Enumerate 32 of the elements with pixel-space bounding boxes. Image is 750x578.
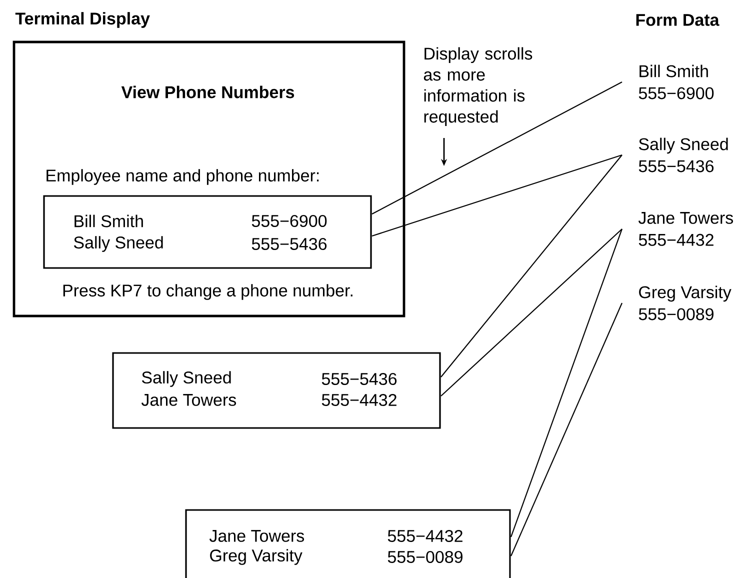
- form-record: Sally Sneed 555−5436: [638, 138, 728, 172]
- connector-line: [510, 228, 623, 538]
- name-text: Sally Sneed: [142, 371, 231, 387]
- name-text: Bill Smith: [74, 214, 143, 228]
- column-heading: Terminal Display: [15, 12, 150, 28]
- name-text: Greg Varsity: [210, 549, 302, 565]
- phone-number: 555−5436: [252, 238, 327, 250]
- screen-instruction: Press KP7 to change a phone number.: [63, 284, 352, 300]
- form-record: Jane Towers 555−4432: [638, 212, 733, 246]
- screen-title: View Phone Numbers: [121, 86, 294, 98]
- column-heading: Form Data: [636, 14, 720, 26]
- phone-number: 555−4432: [322, 394, 396, 406]
- form-record: Bill Smith 555−6900: [638, 64, 714, 100]
- phone-number: 555−6900: [252, 214, 327, 228]
- record-box: [112, 352, 441, 429]
- connector-line: [440, 228, 622, 396]
- terminal-screen: [12, 40, 406, 318]
- form-record: Greg Varsity 555−0089: [638, 286, 732, 320]
- phone-number: 555−5436: [322, 372, 397, 386]
- phone-number: 555−4432: [388, 530, 462, 542]
- connector-line: [372, 82, 622, 214]
- connector-line: [372, 154, 622, 237]
- screen-prompt: Employee name and phone number:: [46, 169, 319, 185]
- name-text: Jane Towers: [141, 394, 236, 406]
- phone-number: 555−0089: [388, 550, 462, 564]
- name-text: Jane Towers: [209, 530, 304, 542]
- note-text: Display scrolls as more information is requested: [424, 47, 532, 126]
- name-text: Sally Sneed: [74, 236, 163, 252]
- connector-line: [440, 154, 622, 378]
- record-box: [185, 509, 511, 578]
- connector-line: [510, 302, 622, 556]
- record-box: [43, 195, 372, 269]
